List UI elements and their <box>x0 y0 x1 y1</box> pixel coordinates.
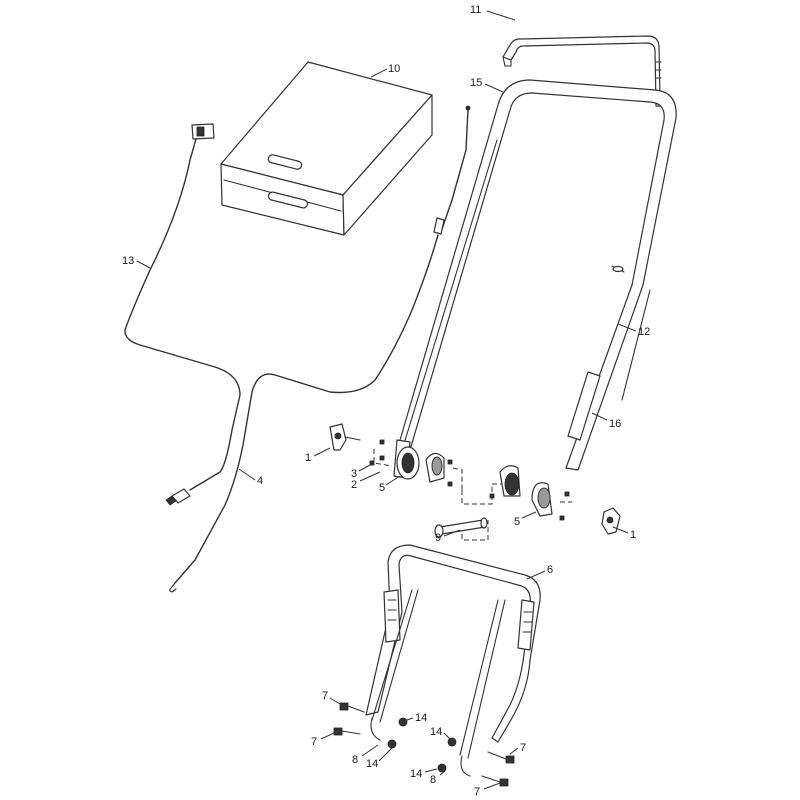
pivot-bolt <box>434 517 488 538</box>
callout-7-b: 7 <box>311 736 317 748</box>
callout-16: 16 <box>609 418 621 430</box>
callout-3: 3 <box>351 468 357 480</box>
right-pivot-assembly <box>489 465 621 535</box>
leader-lines <box>136 10 637 790</box>
callout-4: 4 <box>257 475 263 487</box>
callout-12: 12 <box>638 326 650 338</box>
callout-14-d: 14 <box>410 768 422 780</box>
callout-7-a: 7 <box>322 690 328 702</box>
callout-14-c: 14 <box>430 726 442 738</box>
callout-5-left: 5 <box>379 482 385 494</box>
callout-13: 13 <box>122 255 134 267</box>
main-handle <box>397 79 677 471</box>
callout-1-right: 1 <box>630 529 636 541</box>
wire-harness <box>124 123 241 506</box>
callout-labels: 11 10 15 13 12 16 1 3 2 5 4 5 1 9 6 7 14… <box>122 4 650 798</box>
callout-8-a: 8 <box>352 754 358 766</box>
callout-2: 2 <box>351 479 357 491</box>
callout-7-d: 7 <box>474 786 480 798</box>
callout-14-b: 14 <box>366 758 378 770</box>
callout-8-b: 8 <box>430 774 436 786</box>
callout-7-c: 7 <box>520 742 526 754</box>
callout-11: 11 <box>470 4 481 16</box>
callout-9: 9 <box>435 532 441 544</box>
callout-6: 6 <box>547 564 553 576</box>
callout-5-right: 5 <box>514 516 520 528</box>
callout-14-a: 14 <box>415 712 427 724</box>
grass-bag-box <box>220 61 433 236</box>
control-cable <box>169 105 471 593</box>
callout-1-left: 1 <box>305 452 311 464</box>
callout-10: 10 <box>388 63 400 75</box>
assembly-guide-lines <box>373 449 572 541</box>
handle-sleeve <box>567 371 601 441</box>
left-pivot-assembly <box>329 423 453 487</box>
callout-15: 15 <box>470 77 482 89</box>
lower-handle <box>365 544 541 759</box>
